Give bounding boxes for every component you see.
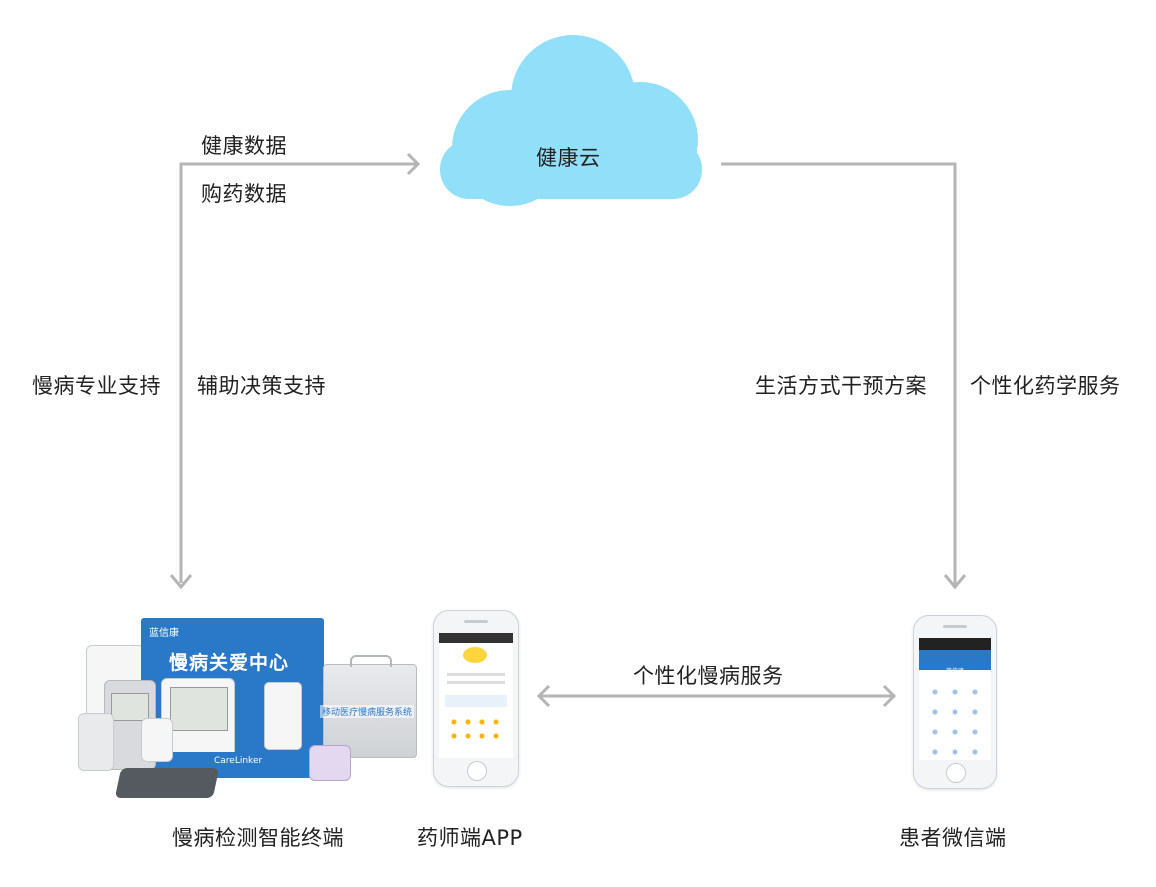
label-health-data: 健康数据	[201, 134, 287, 158]
kiosk-brand: 蓝信康	[149, 628, 179, 639]
pharmacist-screen	[439, 633, 513, 758]
left-connector	[179, 162, 418, 583]
small-meter-mid	[141, 718, 173, 762]
wechat-screen: 蓝信康	[919, 638, 991, 760]
arrowhead-left	[536, 684, 551, 708]
label-pharma-service: 个性化药学服务	[970, 374, 1121, 398]
device-case: 移动医疗慢病服务系统	[320, 655, 417, 758]
wechat-phone: 蓝信康	[913, 615, 997, 789]
cloud-label: 健康云	[536, 146, 601, 170]
purple-monitor	[309, 745, 351, 781]
kiosk-meter	[161, 678, 235, 760]
label-chronic-service: 个性化慢病服务	[633, 664, 784, 688]
wechat-screen-title: 蓝信康	[945, 668, 964, 675]
caption-patient-wechat: 患者微信端	[899, 826, 1007, 850]
kiosk-phone	[264, 682, 302, 750]
kiosk-panel: 蓝信康 慢病关爱中心	[141, 618, 324, 778]
arrowhead-to-cloud	[406, 152, 421, 176]
arrowhead-right	[882, 684, 897, 708]
label-purchase-data: 购药数据	[201, 182, 287, 206]
device-case-label: 移动医疗慢病服务系统	[320, 705, 415, 718]
arrowhead-to-terminal	[169, 574, 193, 590]
cloud-shape	[440, 35, 702, 206]
kiosk-base-brand: CareLinker	[214, 756, 263, 766]
label-decision-support: 辅助决策支持	[197, 374, 326, 398]
right-connector	[721, 162, 957, 587]
small-meter-left	[78, 713, 114, 771]
caption-pharmacist-app: 药师端APP	[417, 826, 523, 850]
label-chronic-support: 慢病专业支持	[32, 374, 161, 398]
kiosk-title: 慢病关爱中心	[169, 652, 290, 674]
label-lifestyle-plan: 生活方式干预方案	[755, 374, 927, 398]
arrowhead-to-wechat	[943, 574, 967, 590]
pharmacist-phone	[433, 610, 519, 787]
caption-terminal: 慢病检测智能终端	[172, 826, 344, 850]
bp-cuff	[114, 768, 220, 798]
